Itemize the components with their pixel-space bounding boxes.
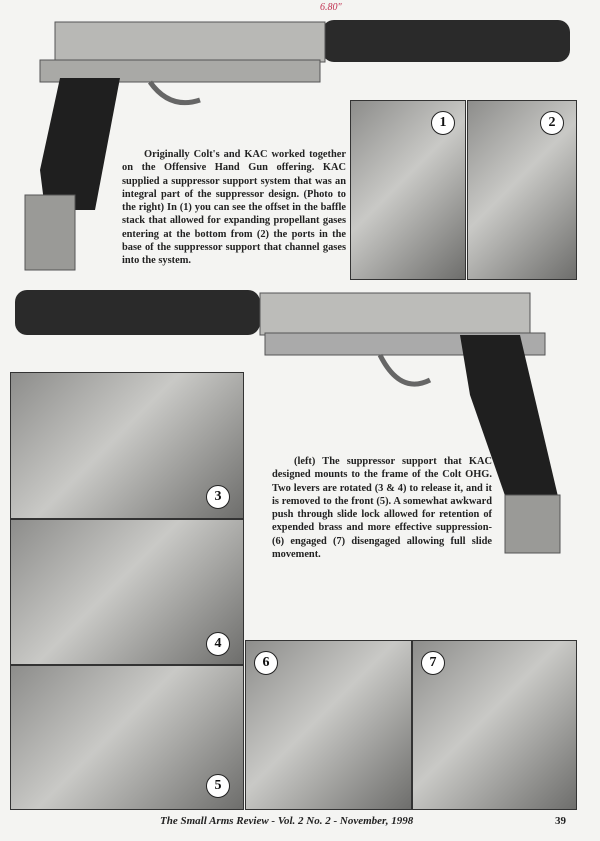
intro-paragraph: Originally Colt's and KAC worked togethe…: [122, 148, 346, 268]
pistol-bottom-image: [15, 290, 561, 554]
photo-number: 3: [206, 485, 230, 509]
photo-number: 1: [431, 111, 455, 135]
photo-number: 5: [206, 774, 230, 798]
photo-number: 6: [254, 651, 278, 675]
pistol-top-image: 6.80": [24, 2, 570, 271]
photo-number: 4: [206, 632, 230, 656]
photo-number: 2: [540, 111, 564, 135]
photo-2: 2: [467, 100, 577, 280]
photo-5: 5: [10, 665, 244, 810]
svg-text:6.80": 6.80": [320, 2, 343, 13]
photo-6: 6: [245, 640, 412, 810]
photo-number: 7: [421, 651, 445, 675]
photo-3: 3: [10, 372, 244, 519]
caption-paragraph: (left) The suppressor support that KAC d…: [272, 455, 492, 561]
photo-7: 7: [412, 640, 577, 810]
publication-footer: The Small Arms Review - Vol. 2 No. 2 - N…: [160, 815, 414, 827]
photo-4: 4: [10, 519, 244, 665]
intro-text: Originally Colt's and KAC worked togethe…: [122, 149, 346, 267]
photo-1: 1: [350, 100, 466, 280]
caption-text: (left) The suppressor support that KAC d…: [272, 456, 492, 561]
page-number: 39: [555, 815, 566, 827]
